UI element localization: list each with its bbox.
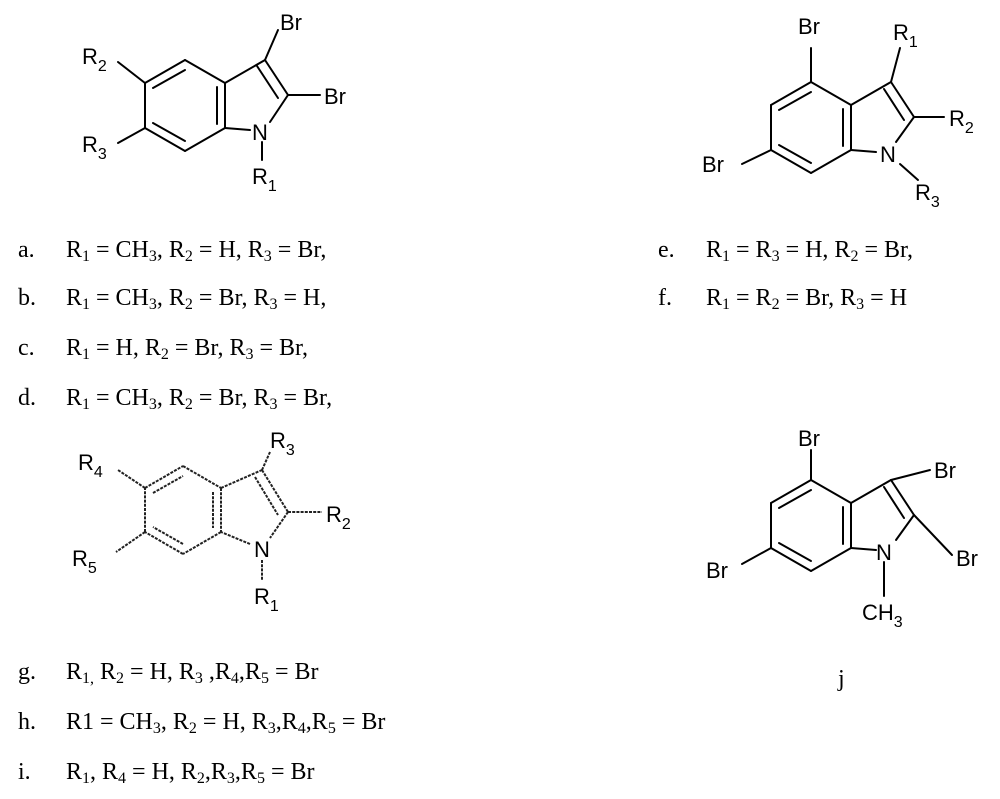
substituent-r5: R5 [72,546,97,577]
subscript: 4 [230,670,239,687]
definition-d: d.R1 = CH3, R2 = Br, R3 = Br, [18,385,333,413]
atom-br-c2: Br [956,546,978,571]
substituent-r3: R3 [270,428,295,459]
atom-br-c2: Br [324,84,346,109]
bonds-compound-j [741,449,953,597]
substituent-r1: R1 [893,20,918,51]
structure-top-left: Br Br N R2 R3 R1 [82,10,346,195]
atom-br-c6: Br [702,152,724,177]
subscript: 2 [184,248,193,265]
bonds-bottom-left [115,451,322,580]
subscript: 3 [148,248,157,265]
structure-bottom-left: R3 R4 R5 R2 N R1 [72,428,351,615]
definition-f: f.R1 = R2 = Br, R3 = H [658,285,908,313]
subscript: 3 [194,670,203,687]
substituent-r2: R2 [82,44,107,75]
definition-a: a.R1 = CH3, R2 = H, R3 = Br, [18,237,327,265]
bonds-top-left [117,29,321,161]
substituent-r1: R1 [254,584,279,615]
definition-key: e. [658,237,675,263]
bonds-top-right [741,47,945,181]
subscript: 5 [327,720,336,737]
subscript: 3 [267,720,276,737]
definition-key: a. [18,237,35,263]
definition-key: h. [18,709,36,735]
subscript: 5 [260,670,269,687]
definition-h: h.R1 = CH3, R2 = H, R3,R4,R5 = Br [18,709,386,737]
substituent-r2: R2 [326,502,351,533]
atom-br-c3: Br [280,10,302,35]
substituent-r4: R4 [78,450,103,481]
subscript: 3 [856,296,865,313]
subscript: 2 [188,720,197,737]
atom-n: N [252,120,268,145]
atom-n: N [880,142,896,167]
subscript: 1, [82,670,95,687]
definition-key: g. [18,659,36,685]
subscript: 3 [269,396,278,413]
structure-top-right: Br Br N R1 R2 R3 [702,14,974,211]
definition-e: e.R1 = R3 = H, R2 = Br, [658,237,914,265]
subscript: 3 [148,296,157,313]
definition-key: c. [18,335,35,361]
methyl-group: CH3 [862,600,903,631]
subscript: 2 [850,248,859,265]
subscript: 3 [771,248,780,265]
subscript: 5 [256,770,265,787]
subscript: 3 [148,396,157,413]
subscript: 3 [263,248,272,265]
substituent-r2: R2 [949,106,974,137]
substituent-r1: R1 [252,164,277,195]
definition-b: b.R1 = CH3, R2 = Br, R3 = H, [18,285,327,313]
subscript: 2 [184,296,193,313]
subscript: 2 [184,396,193,413]
subscript: 1 [82,770,91,787]
atom-n: N [876,540,892,565]
subscript: 1 [82,248,91,265]
definition-c: c.R1 = H, R2 = Br, R3 = Br, [18,335,309,363]
subscript: 1 [722,248,731,265]
subscript: 2 [116,670,125,687]
subscript: 1 [82,396,91,413]
subscript: 1 [722,296,731,313]
atom-br-c6: Br [706,558,728,583]
subscript: 3 [245,346,254,363]
atom-br-c3: Br [934,458,956,483]
substituent-r3: R3 [915,180,940,211]
subscript: 3 [269,296,278,313]
subscript: 4 [118,770,127,787]
atom-br-c4: Br [798,14,820,39]
subscript: 2 [196,770,205,787]
subscript: 4 [297,720,306,737]
subscript: 3 [152,720,161,737]
subscript: 3 [226,770,235,787]
atom-br-c4: Br [798,426,820,451]
subscript: 2 [771,296,780,313]
definition-key: i. [18,759,31,785]
subscript: 2 [160,346,169,363]
subscript: 1 [82,296,91,313]
atom-n: N [254,537,270,562]
definition-i: i.R1, R4 = H, R2,R3,R5 = Br [18,759,315,787]
definition-g: g.R1, R2 = H, R3 ,R4,R5 = Br [18,659,319,687]
compound-j-label: j [837,666,845,692]
definition-key: b. [18,285,36,311]
definition-key: f. [658,285,672,311]
subscript: 1 [82,346,91,363]
definition-key: d. [18,385,36,411]
structure-compound-j: Br Br Br Br N CH3 j [706,426,978,692]
substituent-r3: R3 [82,132,107,163]
